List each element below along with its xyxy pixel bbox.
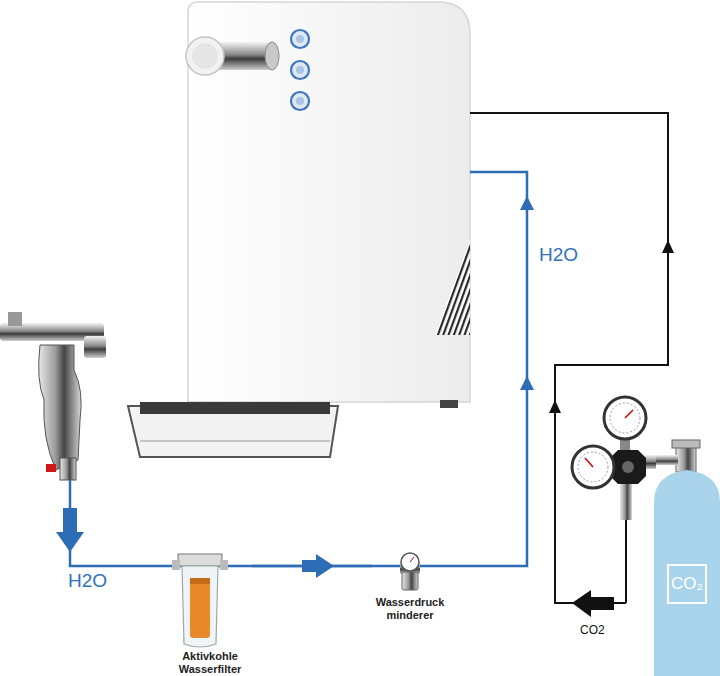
- pressure-regulator: [572, 397, 656, 520]
- water-line: [56, 172, 534, 566]
- part-name: Wasserdruck minderer: [372, 596, 448, 622]
- part-name: Aktivkohle Wasserfilter: [168, 650, 252, 676]
- water-flow-arrow: [252, 554, 372, 578]
- bottle-shape: [654, 468, 720, 676]
- gas-label: CO2: [580, 623, 605, 637]
- bottle-valve: [656, 440, 700, 472]
- medium-label: H2O: [68, 570, 107, 592]
- medium-label: H2O: [539, 244, 578, 266]
- soda-machine: [128, 2, 470, 457]
- co2-bottle: CO₂: [654, 468, 720, 676]
- gas-line: [470, 113, 674, 617]
- water-tap: [0, 312, 106, 480]
- water-filter: Aktivkohle Wasserfilter: [168, 548, 252, 676]
- bottle-label: CO₂: [667, 564, 707, 604]
- pressure-reducer: Wasserdruck minderer: [372, 552, 448, 622]
